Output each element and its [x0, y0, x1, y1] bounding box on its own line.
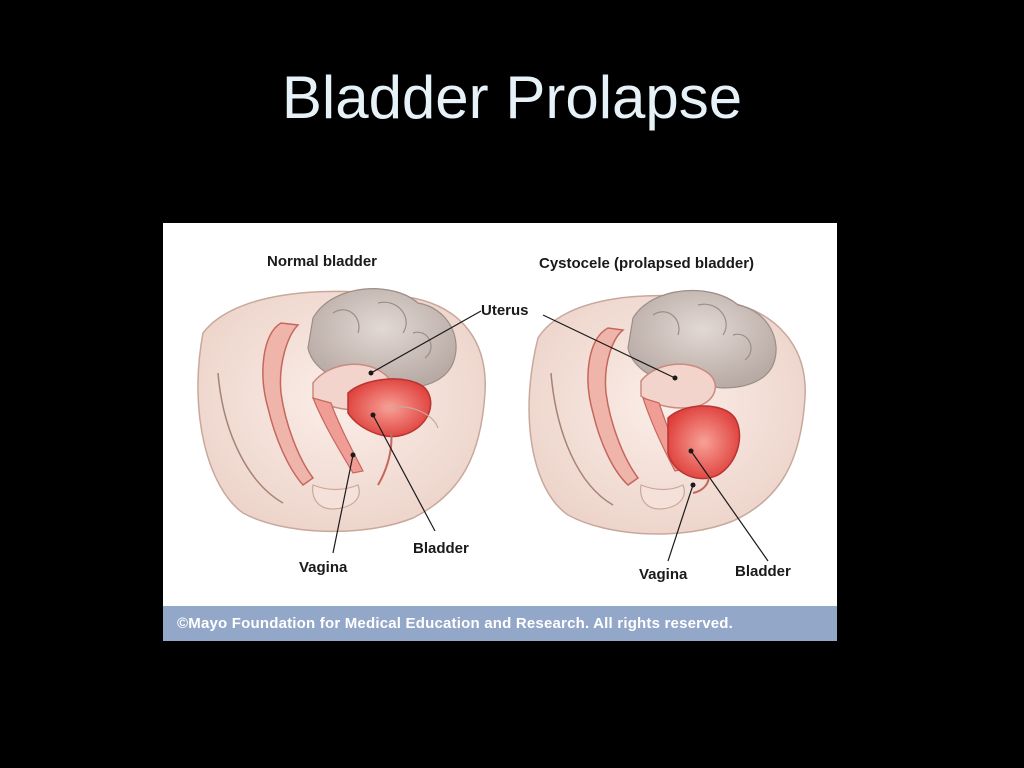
- normal-anatomy: [197, 288, 486, 554]
- slide-title: Bladder Prolapse: [281, 64, 743, 131]
- copyright-bar: ©Mayo Foundation for Medical Education a…: [163, 606, 837, 641]
- uterus-label: Uterus: [481, 302, 529, 319]
- right-vagina-label: Vagina: [639, 566, 688, 583]
- normal-bladder-heading: Normal bladder: [267, 253, 378, 270]
- cystocele-heading: Cystocele (prolapsed bladder): [539, 255, 755, 272]
- left-vagina-label: Vagina: [299, 559, 348, 576]
- copyright-text: ©Mayo Foundation for Medical Education a…: [177, 615, 734, 632]
- right-bladder-label: Bladder: [735, 563, 791, 580]
- cystocele-anatomy: [528, 289, 806, 562]
- anatomy-illustration: Normal bladder Cystocele (prolapsed blad…: [163, 223, 837, 641]
- left-bladder-label: Bladder: [413, 540, 469, 557]
- anatomy-drawing: [197, 288, 806, 562]
